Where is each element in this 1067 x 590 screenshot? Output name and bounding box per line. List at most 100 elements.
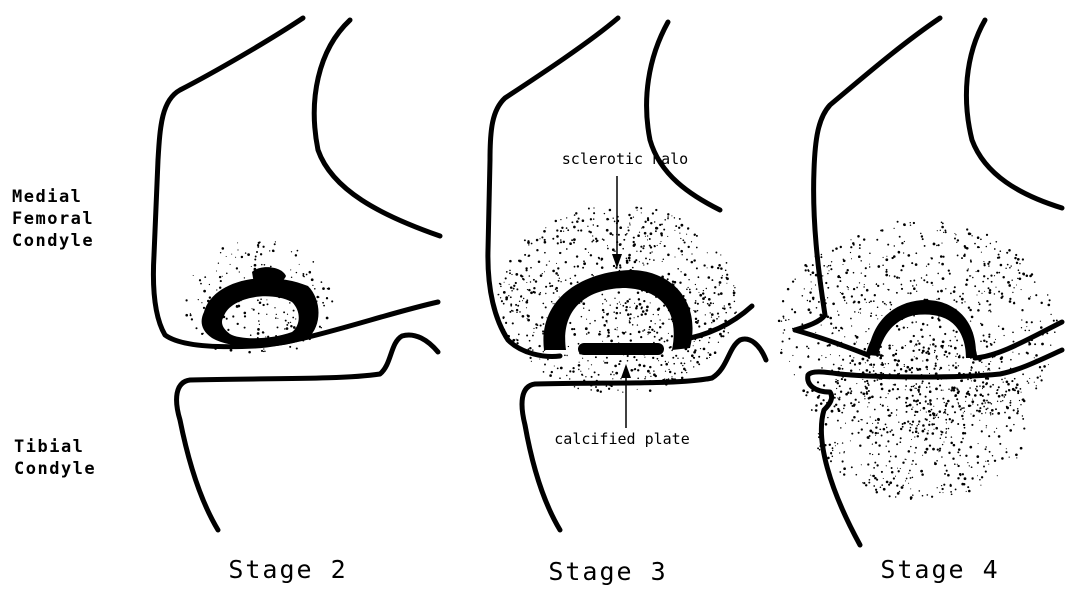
stipple-dot — [608, 388, 610, 390]
stipple-dot — [660, 337, 662, 339]
stipple-dot — [998, 272, 1000, 274]
stipple-dot — [578, 343, 580, 345]
stipple-dot — [875, 352, 877, 354]
stipple-dot — [825, 423, 828, 426]
stipple-dot — [918, 424, 920, 426]
stipple-dot — [956, 301, 958, 303]
stipple-dot — [888, 393, 889, 394]
stipple-dot — [668, 362, 669, 363]
stipple-dot — [655, 230, 657, 232]
stipple-dot — [299, 304, 301, 306]
stipple-dot — [1031, 321, 1033, 323]
stipple-dot — [935, 365, 937, 367]
stipple-dot — [709, 337, 711, 339]
stipple-dot — [629, 333, 631, 335]
stipple-dot — [953, 387, 956, 390]
stipple-dot — [809, 311, 811, 313]
stipple-dot — [720, 254, 721, 255]
stipple-dot — [565, 279, 567, 281]
stipple-dot — [709, 357, 710, 358]
stipple-dot — [783, 332, 784, 333]
stipple-dot — [914, 385, 915, 386]
stipple-dot — [837, 382, 839, 384]
stipple-dot — [828, 399, 829, 400]
stipple-dot — [300, 311, 302, 313]
stipple-dot — [661, 382, 662, 383]
stipple-dot — [964, 376, 966, 378]
stipple-dot — [255, 256, 257, 258]
stipple-dot — [899, 236, 901, 238]
stipple-dot — [640, 336, 642, 338]
stipple-dot — [679, 321, 681, 323]
stipple-dot — [894, 245, 895, 246]
stipple-dot — [585, 327, 588, 330]
stipple-dot — [275, 317, 277, 319]
stipple-dot — [1022, 273, 1025, 276]
stipple-dot — [642, 310, 645, 313]
stipple-dot — [937, 273, 939, 275]
stipple-dot — [1001, 293, 1003, 295]
stipple-dot — [575, 212, 577, 214]
stipple-dot — [987, 278, 989, 280]
stipple-dot — [656, 227, 658, 229]
stipple-dot — [729, 320, 731, 322]
stipple-dot — [620, 378, 621, 379]
stipple-dot — [627, 227, 628, 228]
stipple-dot — [869, 302, 870, 303]
stipple-dot — [647, 263, 649, 265]
stipple-dot — [873, 485, 875, 487]
stipple-dot — [319, 326, 321, 328]
stipple-dot — [297, 250, 299, 252]
stipple-dot — [882, 265, 884, 267]
stipple-dot — [525, 267, 527, 269]
stipple-dot — [642, 345, 645, 348]
stipple-dot — [535, 280, 537, 282]
stipple-dot — [560, 319, 562, 321]
stipple-dot — [528, 289, 530, 291]
stipple-dot — [900, 376, 902, 378]
stipple-dot — [1007, 281, 1010, 284]
stipple-dot — [887, 409, 890, 412]
stipple-dot — [991, 403, 992, 404]
stipple-dot — [941, 243, 942, 244]
stipple-dot — [528, 255, 530, 257]
stipple-dot — [654, 375, 657, 378]
stipple-dot — [546, 317, 547, 318]
stipple-dot — [935, 363, 937, 365]
stipple-dot — [896, 276, 898, 278]
stipple-dot — [254, 259, 256, 261]
stipple-dot — [232, 315, 234, 317]
stipple-dot — [988, 265, 989, 266]
stipple-dot — [880, 346, 882, 348]
stipple-dot — [583, 262, 586, 265]
stipple-dot — [631, 343, 633, 345]
stipple-dot — [869, 479, 871, 481]
stipple-dot — [956, 318, 958, 320]
stipple-dot — [811, 281, 812, 282]
stipple-dot — [951, 419, 953, 421]
stipple-dot — [823, 384, 825, 386]
stipple-dot — [616, 222, 618, 224]
stipple-dot — [544, 364, 546, 366]
stipple-dot — [627, 360, 629, 362]
stipple-dot — [1027, 380, 1029, 382]
stipple-dot — [571, 221, 573, 223]
stipple-dot — [582, 267, 584, 269]
stipple-dot — [885, 363, 886, 364]
stipple-dot — [939, 450, 941, 452]
stipple-dot — [889, 431, 891, 433]
stipple-dot — [674, 281, 677, 284]
stipple-dot — [655, 209, 657, 211]
stipple-dot — [573, 226, 576, 229]
stipple-dot — [267, 303, 269, 305]
stipple-dot — [1016, 262, 1018, 264]
stipple-dot — [900, 368, 902, 370]
stipple-dot — [915, 343, 917, 345]
stipple-dot — [536, 239, 539, 242]
stipple-dot — [615, 317, 617, 319]
stipple-dot — [1013, 424, 1014, 425]
stipple-dot — [629, 224, 630, 225]
stipple-dot — [627, 313, 630, 316]
stage-2-label: Stage 2 — [228, 555, 347, 584]
